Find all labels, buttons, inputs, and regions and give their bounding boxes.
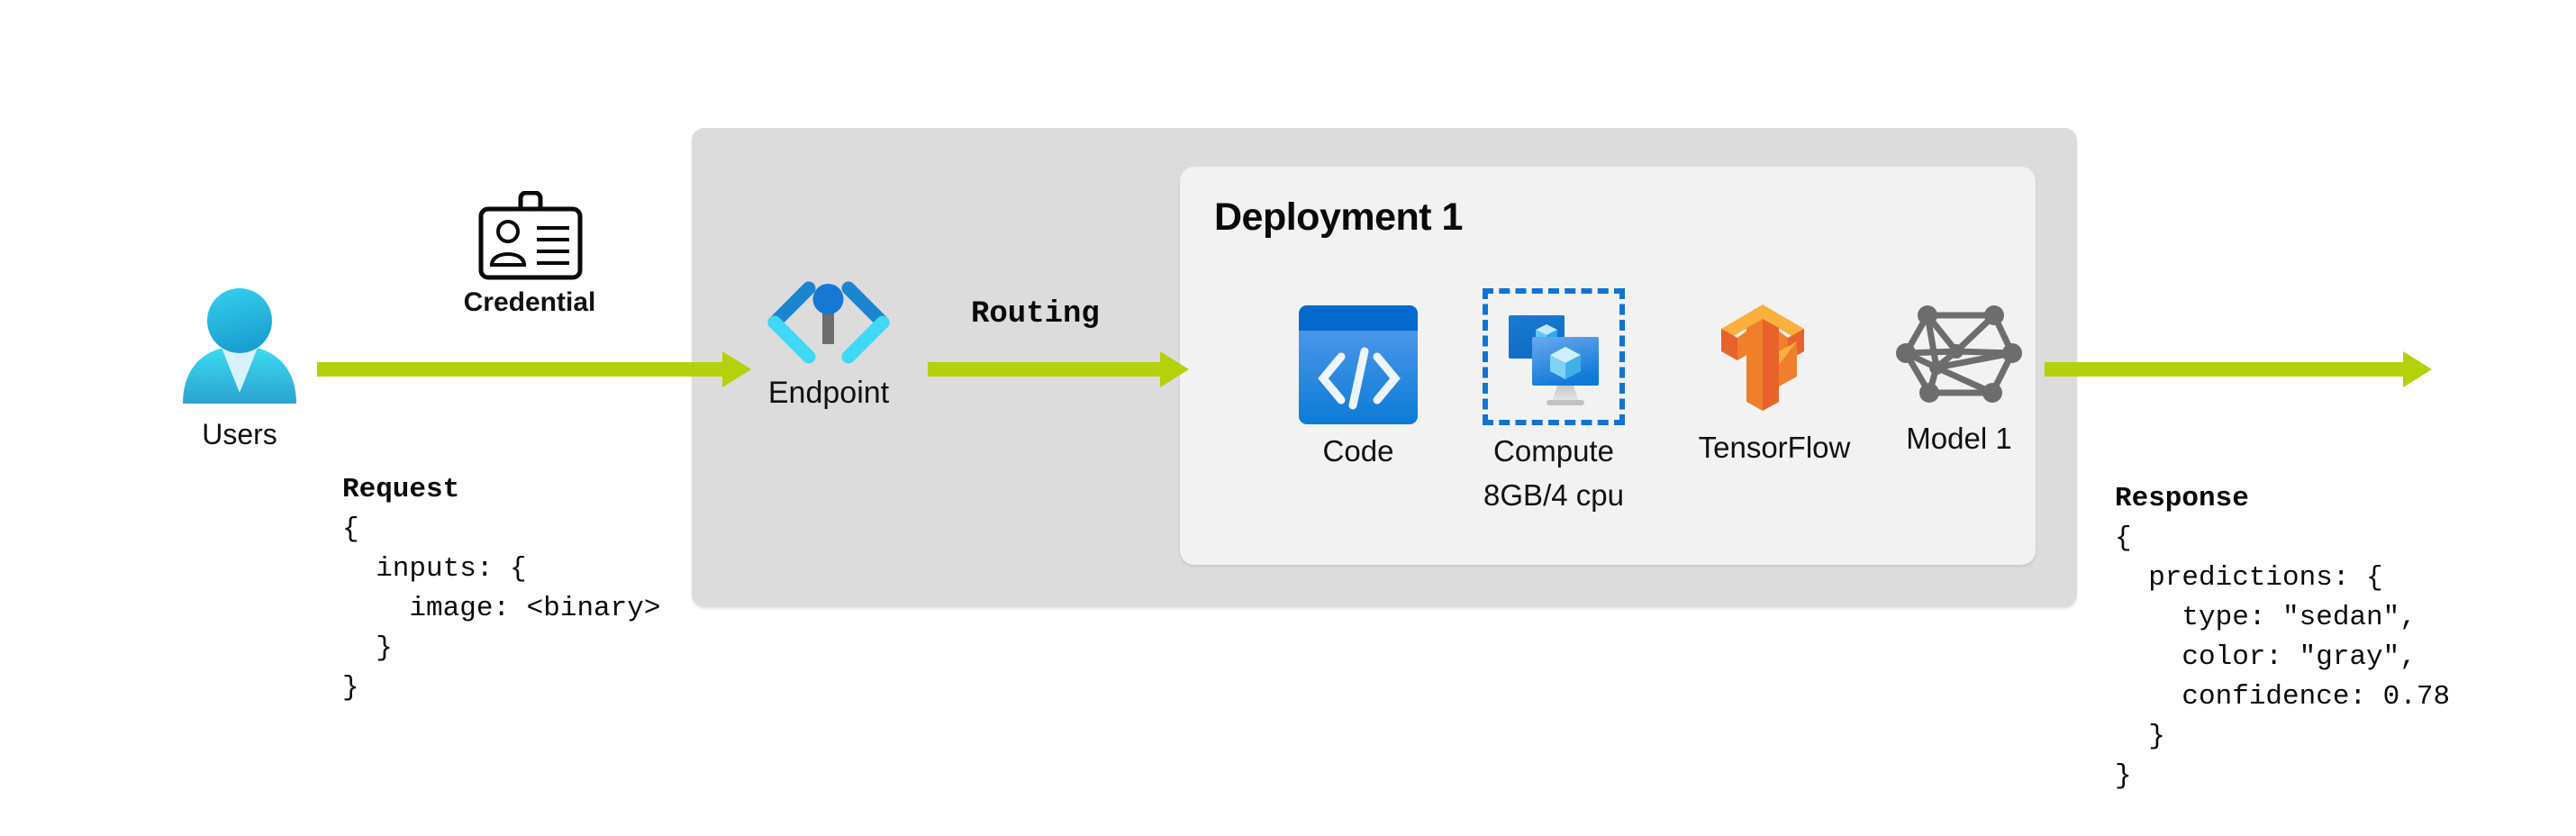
arrow-deployment-to-response (2045, 351, 2432, 387)
deployment-item-model: Model 1 (1873, 295, 2045, 457)
deployment-item-tensorflow: TensorFlow (1671, 295, 1878, 466)
code-label: Code (1322, 434, 1394, 468)
response-heading: Response (2115, 483, 2249, 515)
users-label: Users (202, 418, 277, 450)
credential-node: Credential (431, 191, 629, 318)
endpoint-label: Endpoint (767, 376, 890, 410)
compute-sublabel: 8GB/4 cpu (1483, 477, 1624, 512)
model-graph-icon (1873, 295, 2045, 413)
user-avatar-icon (168, 286, 312, 413)
routing-label: Routing (971, 297, 1100, 332)
code-icon (1286, 304, 1430, 425)
tensorflow-icon (1671, 295, 1878, 422)
response-body: { predictions: { type: "sedan", color: "… (2115, 522, 2451, 793)
arrow-users-to-endpoint (317, 351, 751, 387)
compute-label: Compute (1493, 434, 1614, 468)
request-code-block: Request { inputs: { image: <binary> } } (342, 391, 660, 748)
compute-dashed-frame (1483, 288, 1625, 425)
deployment-item-compute: Compute 8GB/4 cpu (1468, 288, 1639, 513)
arrow-endpoint-to-deployment (928, 351, 1189, 387)
endpoint-brackets-icon (748, 277, 910, 368)
users-node: Users (168, 286, 312, 452)
deployment-item-code: Code (1286, 304, 1430, 469)
id-badge-icon (431, 191, 629, 283)
credential-label: Credential (463, 287, 596, 317)
tensorflow-label: TensorFlow (1698, 431, 1851, 464)
request-body: { inputs: { image: <binary> } } (342, 513, 661, 704)
model-label: Model 1 (1906, 422, 2012, 455)
response-code-block: Response { predictions: { type: "sedan", … (2115, 400, 2450, 836)
compute-icon (1498, 304, 1610, 409)
deployment-title: Deployment 1 (1214, 195, 1463, 239)
request-heading: Request (342, 474, 460, 506)
endpoint-node: Endpoint (748, 277, 910, 411)
